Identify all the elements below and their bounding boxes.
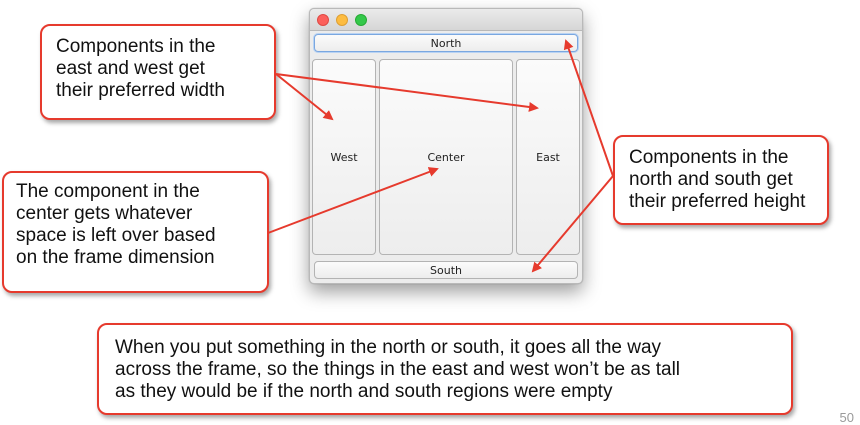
east-button[interactable]: East [516, 59, 580, 255]
arrow-to-east [275, 73, 539, 112]
north-button[interactable]: North [314, 34, 578, 52]
south-button[interactable]: South [314, 261, 578, 279]
callout-line: east and west get [56, 58, 205, 79]
page-number: 50 [839, 410, 854, 425]
arrow-to-west [275, 73, 334, 121]
minimize-window-button[interactable] [336, 14, 348, 26]
maximize-window-button[interactable] [355, 14, 367, 26]
callout-line: their preferred width [56, 80, 225, 101]
callout-line: center gets whatever [16, 203, 193, 224]
callout-line: Components in the [629, 147, 789, 168]
arrow-to-center [267, 167, 439, 234]
callout-line: on the frame dimension [16, 247, 215, 268]
window-titlebar [310, 9, 582, 31]
callout-east-west: Components in the east and west get thei… [40, 24, 276, 120]
center-button[interactable]: Center [379, 59, 513, 255]
callout-line: across the frame, so the things in the e… [115, 359, 681, 380]
callout-line: their preferred height [629, 191, 806, 212]
callout-bottom-note: When you put something in the north or s… [97, 323, 793, 415]
close-window-button[interactable] [317, 14, 329, 26]
callout-line: north and south get [629, 169, 793, 190]
callout-line: When you put something in the north or s… [115, 337, 662, 358]
callout-line: space is left over based [16, 225, 216, 246]
callout-line: The component in the [16, 181, 200, 202]
callout-line: as they would be if the north and south … [115, 381, 613, 402]
swing-window: North West Center East South [309, 8, 583, 284]
callout-north-south: Components in the north and south get th… [613, 135, 829, 225]
callout-center: The component in the center gets whateve… [2, 171, 269, 293]
callout-line: Components in the [56, 36, 216, 57]
west-button[interactable]: West [312, 59, 376, 255]
arrow-to-north [563, 39, 614, 177]
arrow-to-south [531, 175, 614, 273]
